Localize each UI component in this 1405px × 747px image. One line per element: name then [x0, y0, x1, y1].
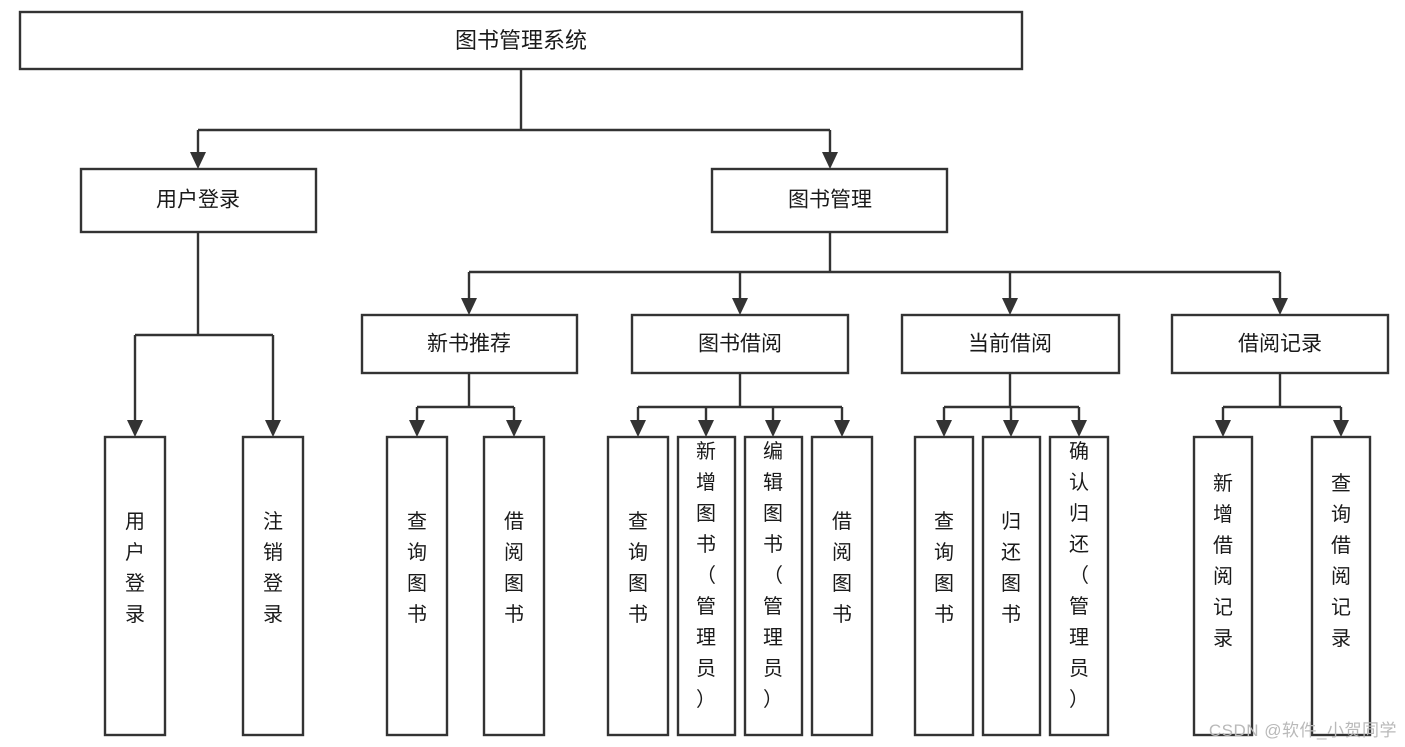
arrow-to-leaf-confirm-return — [1071, 420, 1087, 437]
leaf-add-book-label: 新增图书（管理员） — [696, 440, 716, 711]
leaf-query-book-new-label: 查询图书 — [407, 510, 427, 626]
leaf-user-login[interactable]: 用户登录 — [103, 435, 167, 737]
connector-book-management-to-level3 — [461, 232, 1288, 315]
leaf-user-login-label: 用户登录 — [125, 511, 145, 626]
leaf-edit-book[interactable]: 编辑图书（管理员） — [743, 435, 804, 737]
leaf-logout-label: 注销登录 — [263, 510, 283, 626]
arrow-to-current-borrow — [1002, 298, 1018, 315]
arrow-to-leaf-edit-book — [765, 420, 781, 437]
connector-user-login-to-leaves — [127, 232, 281, 437]
arrow-to-leaf-add-record — [1215, 420, 1231, 437]
node-root-label: 图书管理系统 — [455, 28, 587, 53]
connector-book-borrow-to-leaves — [630, 373, 850, 437]
arrow-to-user-login — [190, 152, 206, 169]
node-user-login-label: 用户登录 — [156, 189, 240, 212]
connector-borrow-record-to-leaves — [1215, 373, 1349, 437]
arrow-to-new-book-recommend — [461, 298, 477, 315]
node-current-borrow-label: 当前借阅 — [968, 333, 1052, 356]
leaf-query-borrow-record-label: 查询借阅记录 — [1331, 472, 1351, 650]
leaf-borrow-book-new-label: 借阅图书 — [504, 510, 524, 626]
leaf-borrow-book-new[interactable]: 借阅图书 — [482, 435, 546, 737]
node-borrow-record[interactable]: 借阅记录 — [1170, 313, 1390, 375]
leaf-borrow-book-borrow-label: 借阅图书 — [832, 510, 852, 626]
leaf-return-book-label: 归还图书 — [1001, 510, 1021, 626]
arrow-to-leaf-query-book-3 — [936, 420, 952, 437]
leaf-confirm-return[interactable]: 确认归还（管理员） — [1048, 435, 1110, 737]
leaf-confirm-return-label: 确认归还（管理员） — [1069, 440, 1089, 711]
leaf-return-book[interactable]: 归还图书 — [981, 435, 1042, 737]
leaf-logout[interactable]: 注销登录 — [241, 435, 305, 737]
arrow-to-leaf-query-book-2 — [630, 420, 646, 437]
arrow-to-book-management — [822, 152, 838, 169]
arrow-to-borrow-record — [1272, 298, 1288, 315]
connector-root-to-level2 — [190, 69, 838, 169]
node-current-borrow[interactable]: 当前借阅 — [900, 313, 1121, 375]
leaf-add-borrow-record-label: 新增借阅记录 — [1213, 472, 1233, 650]
arrow-to-leaf-return-book — [1003, 420, 1019, 437]
node-book-management[interactable]: 图书管理 — [710, 167, 949, 234]
leaf-query-book-borrow-label: 查询图书 — [628, 510, 648, 626]
leaf-query-book-current-label: 查询图书 — [934, 510, 954, 626]
leaf-borrow-book-borrow[interactable]: 借阅图书 — [810, 435, 874, 737]
leaf-add-book[interactable]: 新增图书（管理员） — [676, 435, 737, 737]
arrow-to-leaf-query-book-1 — [409, 420, 425, 437]
node-new-book-recommend[interactable]: 新书推荐 — [360, 313, 579, 375]
arrow-to-leaf-borrow-book-1 — [506, 420, 522, 437]
leaf-query-book-new[interactable]: 查询图书 — [385, 435, 449, 737]
arrow-to-leaf-borrow-book-2 — [834, 420, 850, 437]
connector-new-book-to-leaves — [409, 373, 522, 437]
arrow-to-leaf-add-book — [698, 420, 714, 437]
node-new-book-recommend-label: 新书推荐 — [427, 333, 511, 356]
arrow-to-book-borrow — [732, 298, 748, 315]
node-user-login[interactable]: 用户登录 — [79, 167, 318, 234]
arrow-to-leaf-user-login — [127, 420, 143, 437]
node-book-borrow-label: 图书借阅 — [698, 333, 782, 356]
leaf-edit-book-label: 编辑图书（管理员） — [763, 440, 783, 711]
node-borrow-record-label: 借阅记录 — [1238, 333, 1322, 356]
leaf-query-book-current[interactable]: 查询图书 — [913, 435, 975, 737]
node-book-management-label: 图书管理 — [788, 189, 872, 212]
leaf-query-borrow-record[interactable]: 查询借阅记录 — [1310, 435, 1372, 737]
arrow-to-leaf-query-record — [1333, 420, 1349, 437]
node-root-book-management-system[interactable]: 图书管理系统 — [18, 10, 1024, 71]
leaf-add-borrow-record[interactable]: 新增借阅记录 — [1192, 435, 1254, 737]
node-book-borrow[interactable]: 图书借阅 — [630, 313, 850, 375]
arrow-to-leaf-logout — [265, 420, 281, 437]
connector-current-borrow-to-leaves — [936, 373, 1087, 437]
leaf-query-book-borrow[interactable]: 查询图书 — [606, 435, 670, 737]
